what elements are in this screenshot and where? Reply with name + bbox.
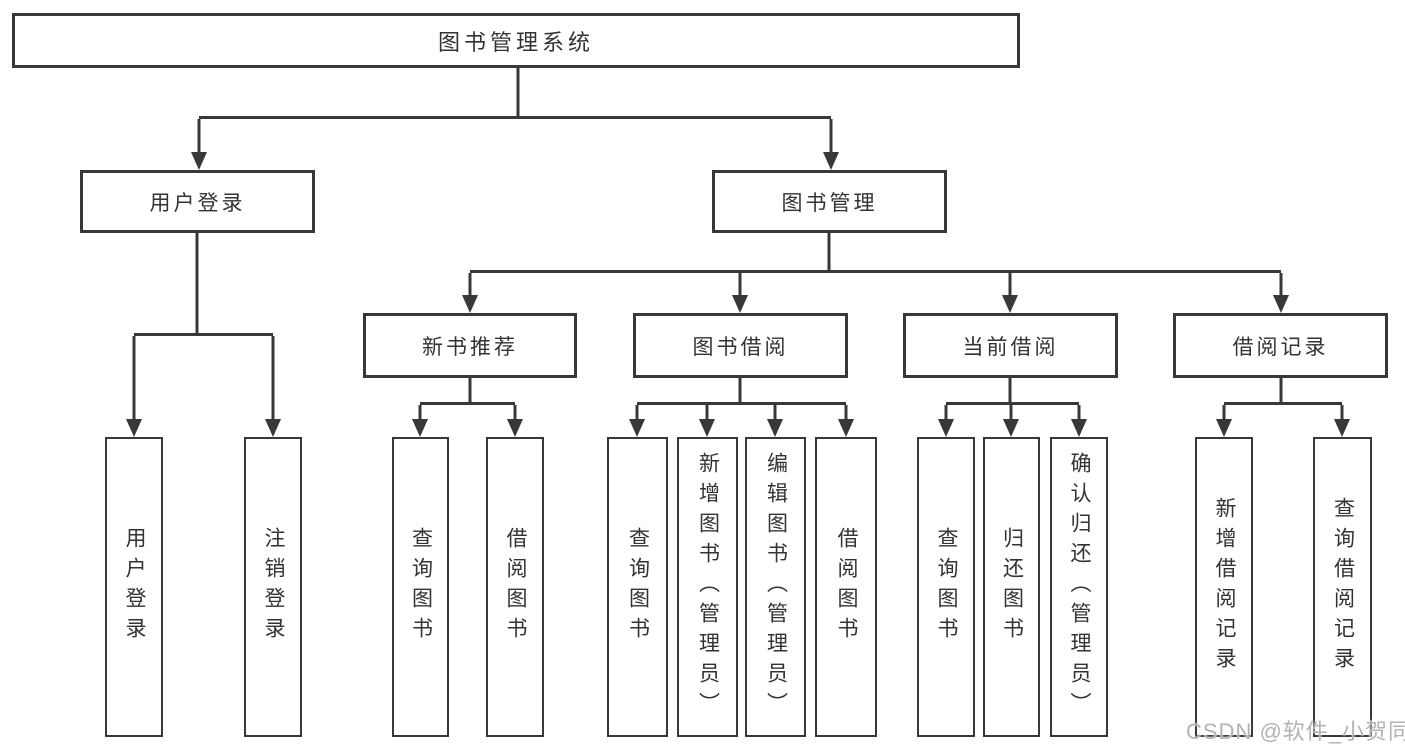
node-book-borrowing: 图书借阅 xyxy=(633,313,848,378)
node-library-system: 图书管理系统 xyxy=(12,13,1020,68)
leaf-confirm-return-admin: 确认归还（管理员） xyxy=(1050,437,1108,737)
csdn-watermark: CSDN @软件_小贺同学 xyxy=(1186,719,1405,744)
node-book-management: 图书管理 xyxy=(712,170,947,233)
connector-lines xyxy=(132,68,1344,421)
arrowheads xyxy=(126,152,1350,437)
leaf-query-books-borrowing: 查询图书 xyxy=(607,437,668,737)
leaf-query-borrow-record: 查询借阅记录 xyxy=(1313,437,1372,737)
leaf-logout: 注销登录 xyxy=(244,437,302,737)
node-new-book-recommend: 新书推荐 xyxy=(363,313,577,378)
leaf-borrow-books-recommend: 借阅图书 xyxy=(486,437,544,737)
leaf-borrow-books: 借阅图书 xyxy=(815,437,877,737)
node-borrowing-records: 借阅记录 xyxy=(1173,313,1388,378)
node-user-login: 用户登录 xyxy=(80,170,315,233)
leaf-query-books-recommend: 查询图书 xyxy=(392,437,449,737)
leaf-add-borrow-record: 新增借阅记录 xyxy=(1195,437,1253,737)
leaf-query-books-current: 查询图书 xyxy=(917,437,975,737)
leaf-edit-book-admin: 编辑图书（管理员） xyxy=(745,437,806,737)
leaf-add-book-admin: 新增图书（管理员） xyxy=(677,437,738,737)
leaf-return-books: 归还图书 xyxy=(983,437,1040,737)
node-current-borrowing: 当前借阅 xyxy=(903,313,1118,378)
leaf-user-login: 用户登录 xyxy=(105,437,163,737)
